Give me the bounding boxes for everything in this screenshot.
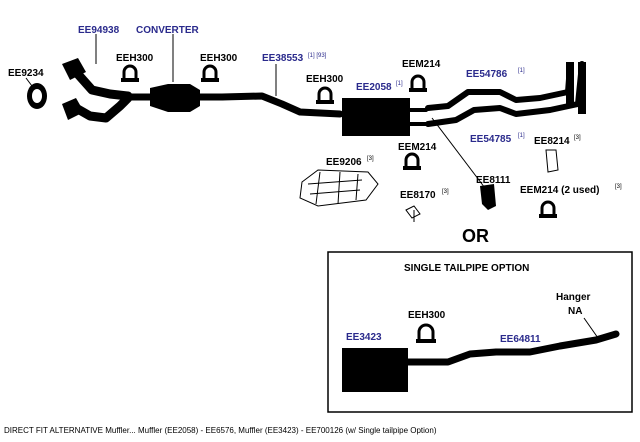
bracket-ee8170 xyxy=(405,205,421,222)
muffler-ee3423 xyxy=(342,348,408,392)
label-ee64811: EE64811 xyxy=(500,334,541,345)
label-ee2058: EE2058 xyxy=(356,82,392,93)
label-eeh300-a: EEH300 xyxy=(116,53,154,64)
heat-shield-ee9206 xyxy=(299,169,379,207)
clamp-icon xyxy=(316,86,334,104)
gasket-ee9234 xyxy=(27,83,47,109)
label-ee94938: EE94938 xyxy=(78,25,120,36)
footer-caption: DIRECT FIT ALTERNATIVE Muffler... Muffle… xyxy=(4,426,437,435)
tailpipe-ee54785 xyxy=(425,61,586,127)
single-tailpipe-option-box xyxy=(327,251,633,413)
label-ee8111: EE8111 xyxy=(476,175,511,186)
intermediate-pipe-ee38553 xyxy=(218,92,344,118)
label-ee54786: EE54786 xyxy=(466,69,508,80)
label-ee54786-note: [1] xyxy=(518,68,525,74)
single-option-title: SINGLE TAILPIPE OPTION xyxy=(404,263,529,274)
clamp-icon xyxy=(201,64,219,82)
muffler-ee2058 xyxy=(342,98,428,136)
label-ee38553-note: [1] [93] xyxy=(308,53,327,59)
clamp-icon xyxy=(403,152,421,170)
clamp-icon xyxy=(539,200,557,218)
label-hanger: Hanger xyxy=(556,292,591,303)
label-eeh300-b: EEH300 xyxy=(200,53,238,64)
label-ee9206: EE9206 xyxy=(326,157,362,168)
clamp-icon xyxy=(121,64,139,82)
tailpipe-ee64811 xyxy=(404,330,620,366)
label-ee2058-note: [1] xyxy=(396,81,403,87)
clamp-icon xyxy=(409,74,427,92)
label-eem214-a: EEM214 xyxy=(402,59,441,70)
label-ee9234: EE9234 xyxy=(8,68,44,79)
label-hanger-na: NA xyxy=(568,306,582,317)
or-divider-text: OR xyxy=(462,226,489,246)
label-ee54785: EE54785 xyxy=(470,134,512,145)
hanger-leader-line xyxy=(583,317,599,339)
bracket-ee8214 xyxy=(545,149,559,173)
label-ee38553: EE38553 xyxy=(262,53,304,64)
leader-lines xyxy=(25,34,277,96)
label-ee8214-note: [3] xyxy=(574,135,581,141)
label-ee8170: EE8170 xyxy=(400,190,436,201)
label-ee3423: EE3423 xyxy=(346,332,382,343)
label-ee8214: EE8214 xyxy=(534,136,570,147)
label-eem214-used-note: [3] xyxy=(615,184,622,190)
label-eem214-used: EEM214 (2 used) xyxy=(520,185,599,196)
label-ee54785-note: [1] xyxy=(518,133,525,139)
converter-body xyxy=(124,84,226,112)
label-ee9206-note: [3] xyxy=(367,156,374,162)
hanger-ee8111 xyxy=(431,117,496,210)
label-eeh300-c: EEH300 xyxy=(306,74,344,85)
label-ee8170-note: [3] xyxy=(442,189,449,195)
label-converter: CONVERTER xyxy=(136,25,200,36)
label-eem214-b: EEM214 xyxy=(398,142,437,153)
single-option-clamp-icon xyxy=(416,323,436,343)
tailpipe-ee54786 xyxy=(425,62,574,111)
y-pipe-ee94938 xyxy=(62,58,133,123)
label-single-eeh300: EEH300 xyxy=(408,310,446,321)
